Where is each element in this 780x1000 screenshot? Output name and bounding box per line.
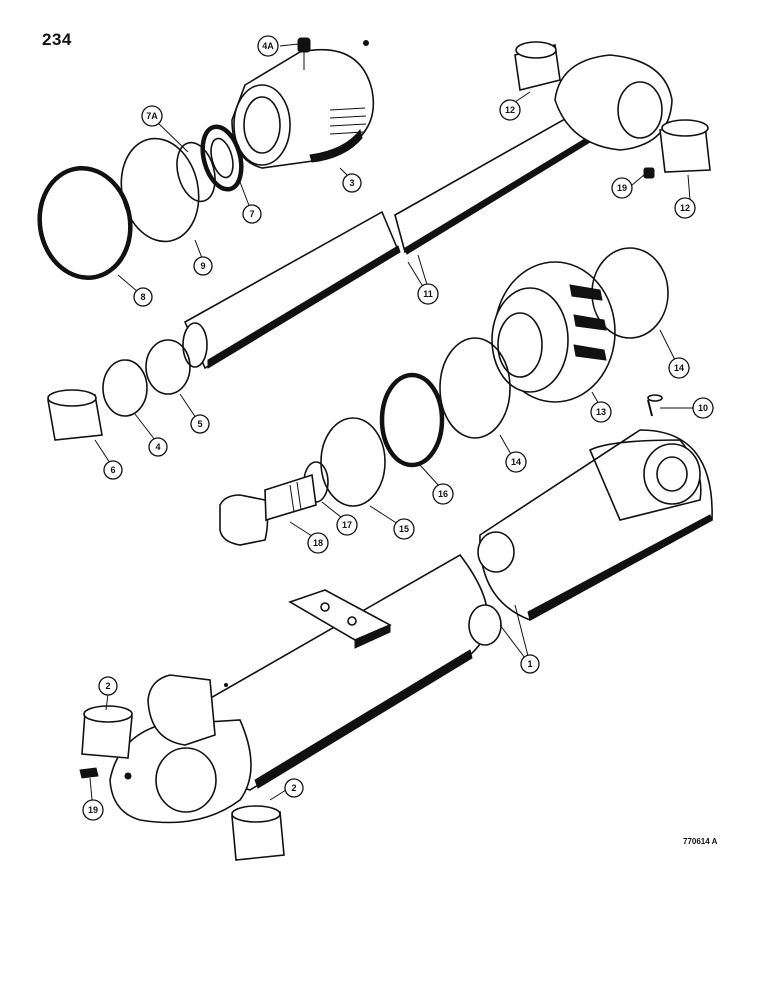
callout-10: 10 [692, 397, 714, 419]
svg-text:4: 4 [155, 442, 160, 452]
svg-text:15: 15 [399, 524, 409, 534]
piston-rod-part [182, 54, 673, 370]
callout-8: 8 [133, 287, 153, 307]
callout-7: 7 [242, 204, 262, 224]
callout-7a: 7A [141, 105, 163, 127]
backup-ring-part [320, 417, 386, 507]
figure-code: 770614 A [683, 837, 718, 846]
rod-eye-bushing-part [659, 119, 711, 173]
callout-2-top: 2 [98, 676, 118, 696]
svg-text:1: 1 [527, 659, 532, 669]
wear-ring-part [591, 247, 669, 339]
callout-19-top: 19 [611, 177, 633, 199]
o-ring-part [37, 166, 133, 280]
svg-text:11: 11 [423, 289, 433, 299]
piston-seal-part [379, 372, 445, 468]
callout-3: 3 [342, 173, 362, 193]
svg-text:14: 14 [511, 457, 521, 467]
callout-18: 18 [307, 532, 329, 554]
callout-13: 13 [590, 401, 612, 423]
grease-fitting-part [79, 767, 99, 779]
svg-text:13: 13 [596, 407, 606, 417]
base-bushing-part [231, 805, 285, 861]
svg-text:5: 5 [197, 419, 202, 429]
callout-9: 9 [193, 256, 213, 276]
svg-text:9: 9 [200, 261, 205, 271]
svg-text:19: 19 [88, 805, 98, 815]
grease-fitting-part [643, 167, 655, 179]
backup-ring-part [120, 137, 200, 243]
guide-bushing-part [47, 389, 103, 441]
callout-14-left: 14 [505, 451, 527, 473]
callout-12-right: 12 [674, 197, 696, 219]
svg-text:4A: 4A [262, 41, 274, 51]
callout-5: 5 [190, 414, 210, 434]
svg-text:6: 6 [110, 465, 115, 475]
callout-17: 17 [336, 514, 358, 536]
spacer-ring-part [145, 339, 191, 395]
svg-text:3: 3 [349, 178, 354, 188]
svg-text:14: 14 [674, 363, 684, 373]
callout-15: 15 [393, 518, 415, 540]
callout-11: 11 [417, 283, 439, 305]
svg-text:12: 12 [505, 105, 515, 115]
rod-eye-bushing-part [514, 41, 561, 91]
svg-text:18: 18 [313, 538, 323, 548]
callout-12-top: 12 [499, 99, 521, 121]
wiper-seal-part [176, 141, 216, 203]
svg-text:8: 8 [140, 292, 145, 302]
base-bushing-part [81, 705, 133, 759]
svg-text:16: 16 [438, 489, 448, 499]
spacer-ring-part [102, 359, 148, 417]
svg-text:7: 7 [249, 209, 254, 219]
page-number: 234 [42, 30, 72, 49]
callout-19-bottom: 19 [82, 799, 104, 821]
svg-text:12: 12 [680, 203, 690, 213]
svg-text:2: 2 [105, 681, 110, 691]
callout-4a: 4A [257, 35, 279, 57]
svg-text:2: 2 [291, 783, 296, 793]
rod-seal-part [200, 124, 244, 192]
svg-text:10: 10 [698, 403, 708, 413]
callout-4: 4 [148, 437, 168, 457]
cylinder-gland-part [231, 37, 375, 169]
cylinder-barrel-part [109, 429, 713, 824]
wear-ring-part [439, 337, 511, 439]
piston-bolt-part [219, 473, 317, 546]
piston-part [491, 261, 616, 403]
callout-1: 1 [520, 654, 540, 674]
callout-6: 6 [103, 460, 123, 480]
svg-text:17: 17 [342, 520, 352, 530]
svg-text:19: 19 [617, 183, 627, 193]
callout-2-bottom: 2 [284, 778, 304, 798]
set-screw-part [647, 394, 663, 417]
callout-16: 16 [432, 483, 454, 505]
callout-14-right: 14 [668, 357, 690, 379]
svg-text:7A: 7A [146, 111, 158, 121]
